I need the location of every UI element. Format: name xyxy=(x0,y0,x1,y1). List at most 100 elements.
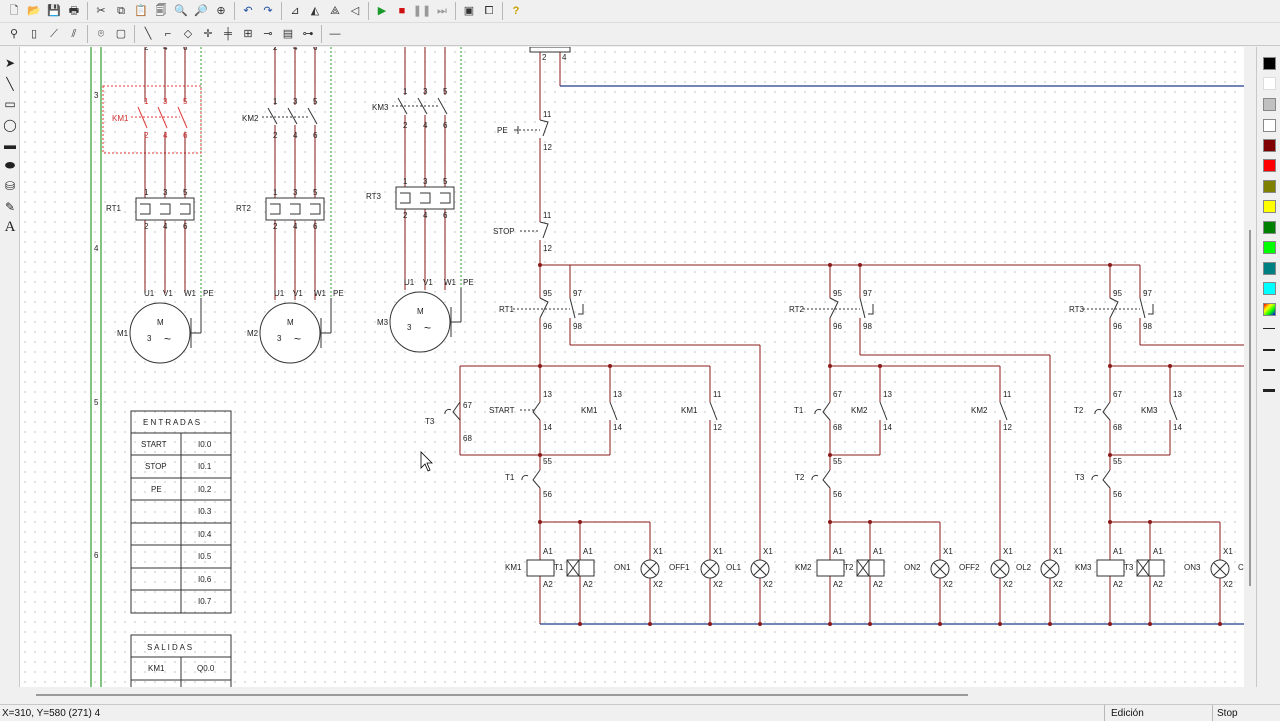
status-bar: X=310, Y=580 (271) 4 Edición Stop xyxy=(0,704,1280,721)
color-swatch[interactable] xyxy=(1263,77,1276,90)
cross-icon[interactable]: ✛ xyxy=(203,27,213,40)
step-icon[interactable]: ⏭ xyxy=(437,4,447,17)
redo-icon[interactable]: ↷ xyxy=(263,4,273,17)
toolbar-separator xyxy=(321,25,322,43)
contact-number: 13 xyxy=(613,390,622,399)
color-swatch[interactable] xyxy=(1263,221,1276,234)
print-icon[interactable]: 🖶 xyxy=(68,4,80,17)
motor-terminal-label: W1 xyxy=(314,289,327,298)
color-swatch[interactable] xyxy=(1263,139,1276,152)
line-width-3[interactable] xyxy=(1263,369,1275,371)
schematic-canvas[interactable]: 3 4 5 6 1 3 5 2 4 6 KM1 2 4 6 1 xyxy=(20,47,1244,687)
line-width-2[interactable] xyxy=(1263,349,1275,351)
pause-icon[interactable]: ❚❚ xyxy=(412,4,432,17)
ellipse-icon[interactable]: ◯ xyxy=(3,117,17,132)
switch-icon[interactable]: ⟋ xyxy=(50,27,58,40)
coil-terminal: A2 xyxy=(873,580,883,589)
motor-label: M1 xyxy=(117,329,129,338)
align-icon[interactable]: ⊿ xyxy=(290,4,300,17)
line-icon[interactable]: ╲ xyxy=(144,27,152,40)
color-swatch[interactable] xyxy=(1263,262,1276,275)
help-icon[interactable]: ? xyxy=(512,4,520,17)
line-width-1[interactable] xyxy=(1263,328,1275,329)
paste-icon[interactable]: 📋 xyxy=(134,4,148,17)
print-preview-icon[interactable]: 🗐 xyxy=(155,4,167,17)
junction-icon[interactable]: ╪ xyxy=(224,27,232,40)
terminal-label: 2 xyxy=(144,131,149,140)
color-swatch[interactable] xyxy=(1263,282,1276,295)
power-branch-3[interactable]: 1 3 5 2 4 6 KM3 1 3 5 2 4 6 RT3 U1 V1 W1… xyxy=(366,47,474,353)
open-folder-icon[interactable]: 📂 xyxy=(27,4,41,17)
horizontal-line-icon[interactable]: — xyxy=(329,27,341,40)
wire-icon[interactable]: ⊶ xyxy=(302,27,314,40)
window-icon[interactable]: ⧠ xyxy=(484,4,494,17)
terminal-label: 3 xyxy=(163,188,168,197)
coil-terminal: A1 xyxy=(1113,547,1123,556)
new-file-icon[interactable]: 🗋 xyxy=(9,4,19,17)
probe-icon[interactable]: ⚲ xyxy=(9,27,19,40)
rectangle-icon[interactable]: ▭ xyxy=(4,97,16,112)
node-icon[interactable]: ◇ xyxy=(183,27,193,40)
filled-rectangle-icon[interactable]: ▬ xyxy=(4,138,16,153)
horizontal-scrollbar[interactable] xyxy=(0,687,1280,704)
stop-icon[interactable]: ■ xyxy=(398,4,406,17)
pen-icon[interactable]: ✎ xyxy=(4,199,16,214)
label-icon[interactable]: ⊞ xyxy=(243,27,253,40)
line-width-4[interactable] xyxy=(1263,389,1275,392)
flip-icon[interactable]: ◁ xyxy=(350,4,360,17)
main-toolbar: 🗋 📂 💾 🖶 ✂ ⧉ 📋 🗐 🔍 🔎 ⊕ ↶ ↷ ⊿ ◭ ⟁ ◁ ▶ ■ ❚❚… xyxy=(0,0,1280,23)
timer-coil-label: T3 xyxy=(1124,563,1134,572)
vertical-scroll-thumb[interactable] xyxy=(1249,230,1251,586)
fill-bucket-icon[interactable]: ⛁ xyxy=(4,179,16,194)
color-swatch[interactable] xyxy=(1263,200,1276,213)
contact-icon[interactable]: ▯ xyxy=(30,27,38,40)
color-swatch[interactable] xyxy=(1263,119,1276,132)
filled-ellipse-icon[interactable]: ⬬ xyxy=(4,158,16,173)
zoom-fit-icon[interactable]: ⊕ xyxy=(216,4,226,17)
find-icon[interactable]: 🔍 xyxy=(174,4,188,17)
mirror-icon[interactable]: ◭ xyxy=(310,4,320,17)
pointer-icon[interactable]: ➤ xyxy=(4,56,16,71)
terminal-label: 1 xyxy=(273,97,278,106)
box-icon[interactable]: ▤ xyxy=(282,27,294,40)
timer-contact-label: T2 xyxy=(795,473,805,482)
color-swatch[interactable] xyxy=(1263,241,1276,254)
line-tool-icon[interactable]: ╲ xyxy=(6,76,14,91)
contact-number: 95 xyxy=(543,289,552,298)
line2-icon[interactable]: ⌐ xyxy=(164,27,172,40)
color-swatch[interactable] xyxy=(1263,57,1276,70)
coil-label: KM3 xyxy=(1075,563,1092,572)
terminal-label: 3 xyxy=(423,177,428,186)
lamp-icon[interactable]: ⊸ xyxy=(263,27,273,40)
vertical-scrollbar[interactable] xyxy=(1244,47,1256,687)
undo-icon[interactable]: ↶ xyxy=(243,4,253,17)
timer-icon[interactable]: ▢ xyxy=(115,27,127,40)
color-swatch[interactable] xyxy=(1263,180,1276,193)
contact-number: 98 xyxy=(863,322,872,331)
toolbar-separator xyxy=(281,2,282,20)
color-swatch[interactable] xyxy=(1263,159,1276,172)
table-cell: Q0.0 xyxy=(197,664,215,673)
text-tool-icon[interactable]: A xyxy=(4,218,16,235)
cut-icon[interactable]: ✂ xyxy=(96,4,106,17)
multi-switch-icon[interactable]: ⫽ xyxy=(71,27,77,40)
contact-number: 14 xyxy=(1173,423,1182,432)
color-swatch[interactable] xyxy=(1263,98,1276,111)
contact-number: 56 xyxy=(1113,490,1122,499)
zoom-icon[interactable]: 🔎 xyxy=(194,4,208,17)
terminal-label: 2 xyxy=(273,131,278,140)
power-branch-2[interactable]: 1 3 5 2 4 6 KM2 2 4 6 1 3 5 2 4 6 RT2 U1… xyxy=(236,47,344,364)
seal-contact-label: KM3 xyxy=(1141,406,1158,415)
run-icon[interactable]: ▶ xyxy=(377,4,387,17)
monitor-icon[interactable]: ▣ xyxy=(463,4,475,17)
power-branch-1[interactable]: 1 3 5 2 4 6 KM1 2 4 6 1 3 5 2 4 6 RT1 U1… xyxy=(102,47,214,364)
save-icon[interactable]: 💾 xyxy=(47,4,61,17)
timer-contact-label: T2 xyxy=(1074,406,1084,415)
lamp-label: ON2 xyxy=(904,563,921,572)
rotate-icon[interactable]: ⟁ xyxy=(330,4,340,17)
horizontal-scroll-thumb[interactable] xyxy=(36,694,968,696)
gradient-swatch[interactable] xyxy=(1263,303,1276,316)
contact-number: 14 xyxy=(613,423,622,432)
copy-icon[interactable]: ⧉ xyxy=(117,4,125,17)
coil-icon[interactable]: ⌾ xyxy=(97,27,105,40)
